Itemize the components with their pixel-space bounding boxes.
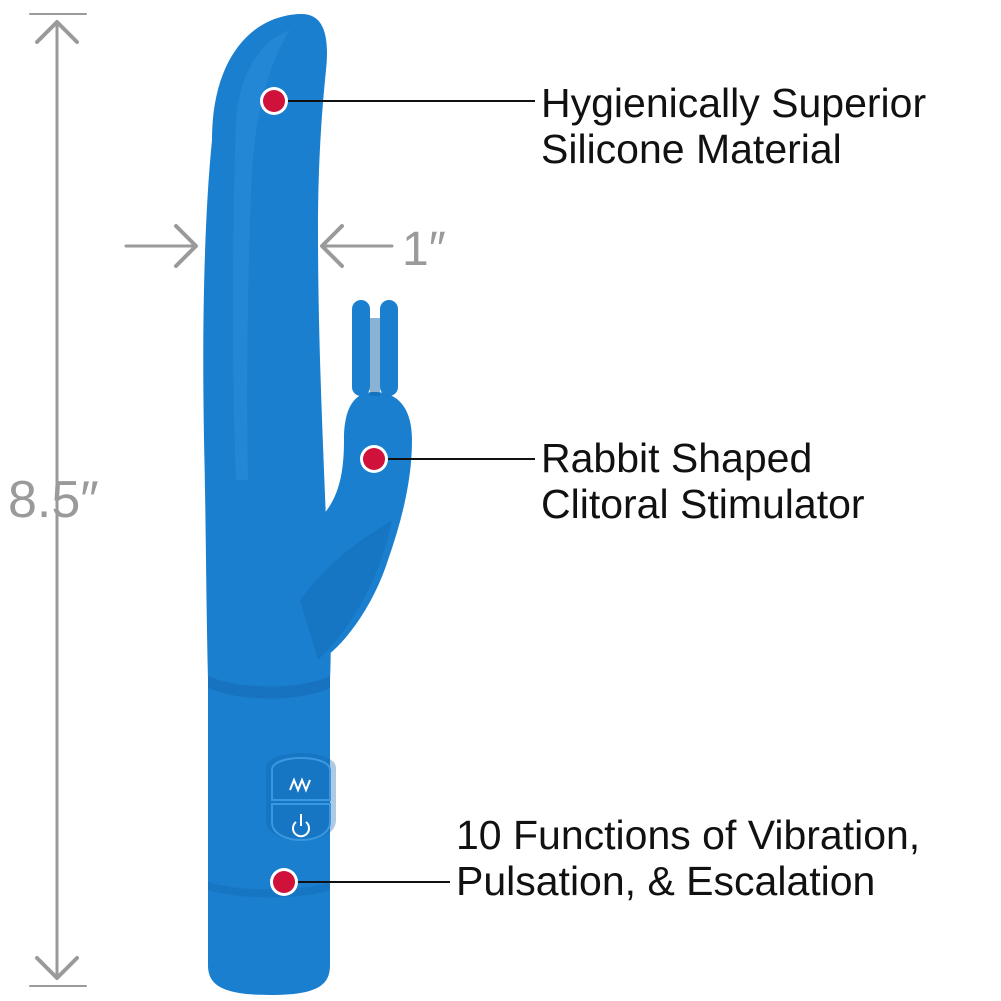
callout-functions-line1: 10 Functions of Vibration, [456,812,921,858]
callout-stimulator: Rabbit Shaped Clitoral Stimulator [541,435,865,527]
callout-stimulator-line2: Clitoral Stimulator [541,481,865,527]
callout-dot-stimulator [363,448,385,470]
power-icon [292,821,310,838]
callout-functions-line2: Pulsation, & Escalation [456,858,876,904]
rabbit-ear-right [380,300,398,396]
callout-functions: 10 Functions of Vibration, Pulsation, & … [456,812,920,904]
length-label: 8.5″ [8,471,99,529]
mode-button [271,757,331,801]
wave-icon [289,777,311,793]
main-shaft [203,13,331,996]
rabbit-ear-left [352,300,370,396]
callout-dot-material [263,90,285,112]
width-label: 1″ [402,223,446,276]
vibrator-body [203,13,412,996]
power-button [271,803,331,841]
length-dimension-arrow [29,13,87,987]
width-dimension-arrows [124,224,394,268]
control-panel [266,753,336,841]
callout-material-line1: Hygienically Superior [541,80,927,126]
callout-dot-functions [273,871,295,893]
callout-material-line2: Silicone Material [541,126,842,172]
callout-material: Hygienically Superior Silicone Material [541,80,926,172]
callout-dots [260,87,388,896]
callout-stimulator-line1: Rabbit Shaped [541,435,813,481]
callout-lines [274,100,535,883]
